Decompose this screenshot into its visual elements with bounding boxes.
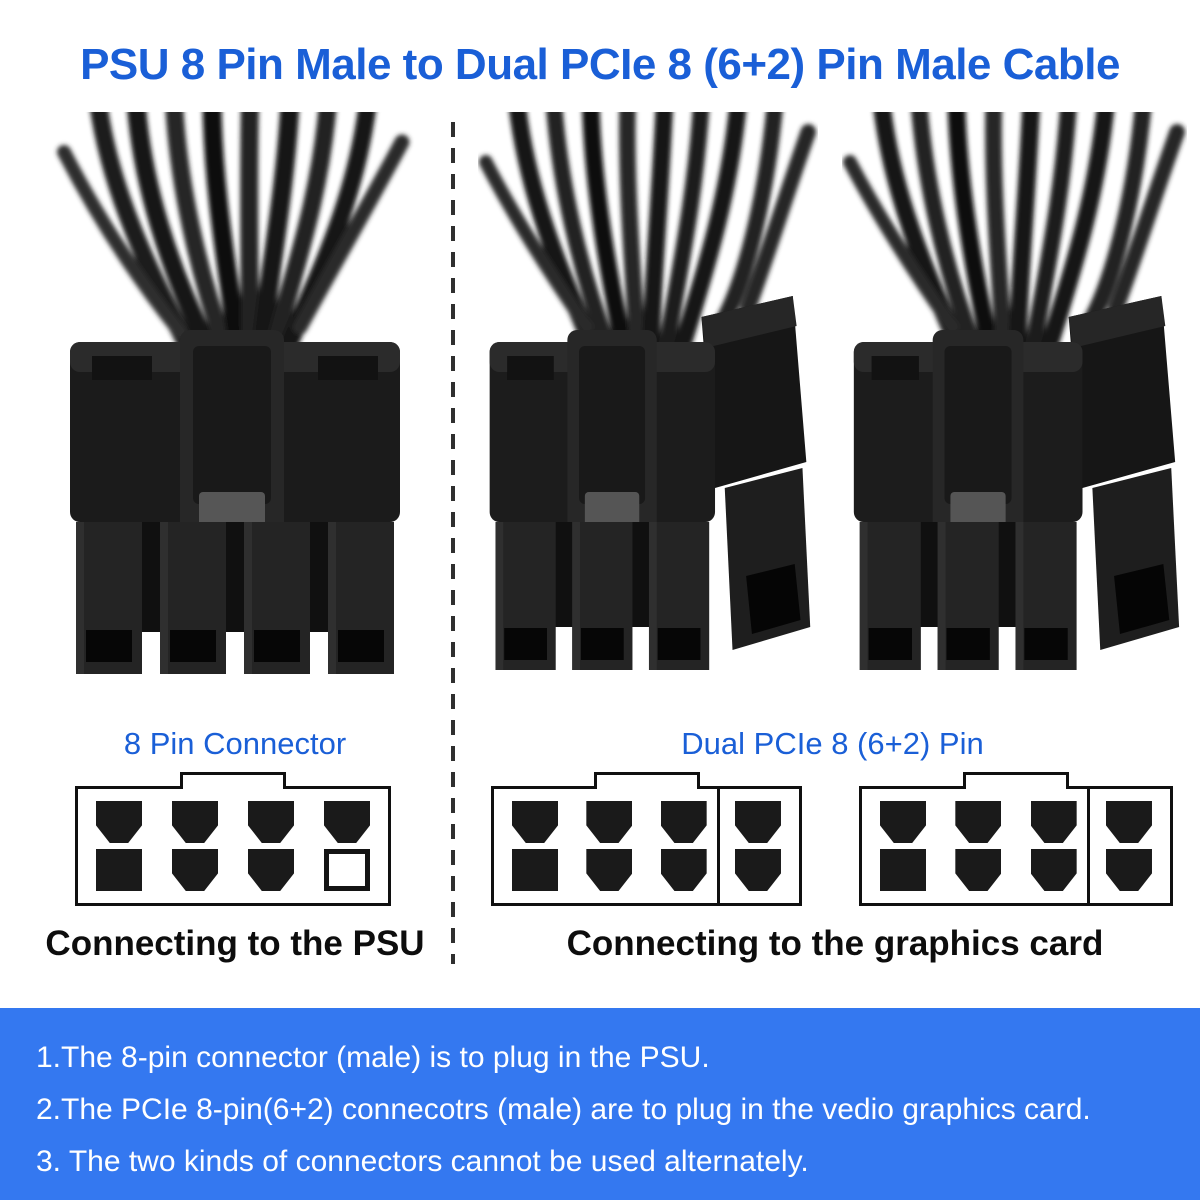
pcie-connector-photo-2	[842, 112, 1187, 712]
pin-square	[880, 849, 926, 891]
pin-penta	[955, 801, 1002, 843]
pin-penta	[1030, 849, 1077, 891]
gpu-caption: Connecting to the graphics card	[566, 924, 1104, 963]
dashed-divider	[451, 122, 455, 964]
pin-grid	[862, 789, 1170, 903]
pin-penta	[955, 849, 1002, 891]
connector-pins	[76, 522, 394, 674]
pcie-section-label: Dual PCIe 8 (6+2) Pin	[681, 726, 984, 761]
connector-housing	[853, 330, 1083, 540]
psu-caption: Connecting to the PSU	[45, 924, 425, 963]
six-plus-two-divider	[1086, 786, 1090, 906]
pin-penta	[1030, 801, 1077, 843]
pin-grid	[78, 789, 388, 903]
pin-row	[96, 801, 370, 843]
pin-grid	[494, 789, 799, 903]
pin-penta	[512, 801, 558, 843]
pin-row	[880, 849, 1152, 891]
pin-penta	[734, 849, 781, 891]
pcie-connector-photo-1	[478, 112, 818, 712]
connector-housing	[489, 330, 716, 540]
note-line-2: 2.The PCIe 8-pin(6+2) connecotrs (male) …	[36, 1093, 1091, 1126]
psu-pin-diagram	[75, 772, 391, 906]
plus2-connector-block	[701, 296, 811, 650]
pin-penta	[172, 849, 218, 891]
pin-penta	[172, 801, 218, 843]
pin-row	[512, 801, 781, 843]
pin-penta	[96, 801, 142, 843]
pin-penta	[660, 801, 707, 843]
connector-tab	[180, 772, 286, 789]
psu-section-label: 8 Pin Connector	[123, 726, 347, 761]
pin-square	[512, 849, 558, 891]
note-line-3: 3. The two kinds of connectors cannot be…	[36, 1145, 809, 1178]
cable-wires	[57, 112, 410, 357]
notes-banner: 1.The 8-pin connector (male) is to plug …	[0, 1008, 1200, 1200]
pin-penta	[1105, 801, 1152, 843]
connector-housing	[70, 330, 400, 540]
plus2-connector-block	[1068, 296, 1180, 650]
psu-connector-illustration	[57, 112, 410, 674]
pin-penta	[586, 849, 633, 891]
pin-penta	[324, 801, 370, 843]
pcie-pin-diagram-1	[491, 772, 802, 906]
cable-wires	[842, 112, 1186, 356]
pin-penta	[586, 801, 633, 843]
note-line-1: 1.The 8-pin connector (male) is to plug …	[36, 1041, 710, 1074]
pcie-connector-illustration	[842, 112, 1186, 670]
pcie-pin-diagram-2	[859, 772, 1173, 906]
connector-tab	[593, 772, 700, 789]
cable-wires	[478, 112, 817, 356]
connector-pins	[859, 522, 1077, 670]
six-plus-two-divider	[716, 786, 720, 906]
pin-square	[96, 849, 142, 891]
psu-connector-photo	[50, 112, 420, 712]
pin-penta	[880, 801, 926, 843]
pin-penta	[660, 849, 707, 891]
connector-tab	[963, 772, 1069, 789]
pcie-connector-illustration	[478, 112, 817, 670]
connector-pins	[495, 522, 710, 670]
pin-row	[96, 849, 370, 891]
page-title: PSU 8 Pin Male to Dual PCIe 8 (6+2) Pin …	[80, 40, 1120, 89]
pin-penta	[1105, 849, 1152, 891]
pin-outline	[324, 849, 370, 891]
pin-penta	[248, 801, 294, 843]
pin-penta	[248, 849, 294, 891]
pin-penta	[734, 801, 781, 843]
pin-row	[512, 849, 781, 891]
pin-row	[880, 801, 1152, 843]
